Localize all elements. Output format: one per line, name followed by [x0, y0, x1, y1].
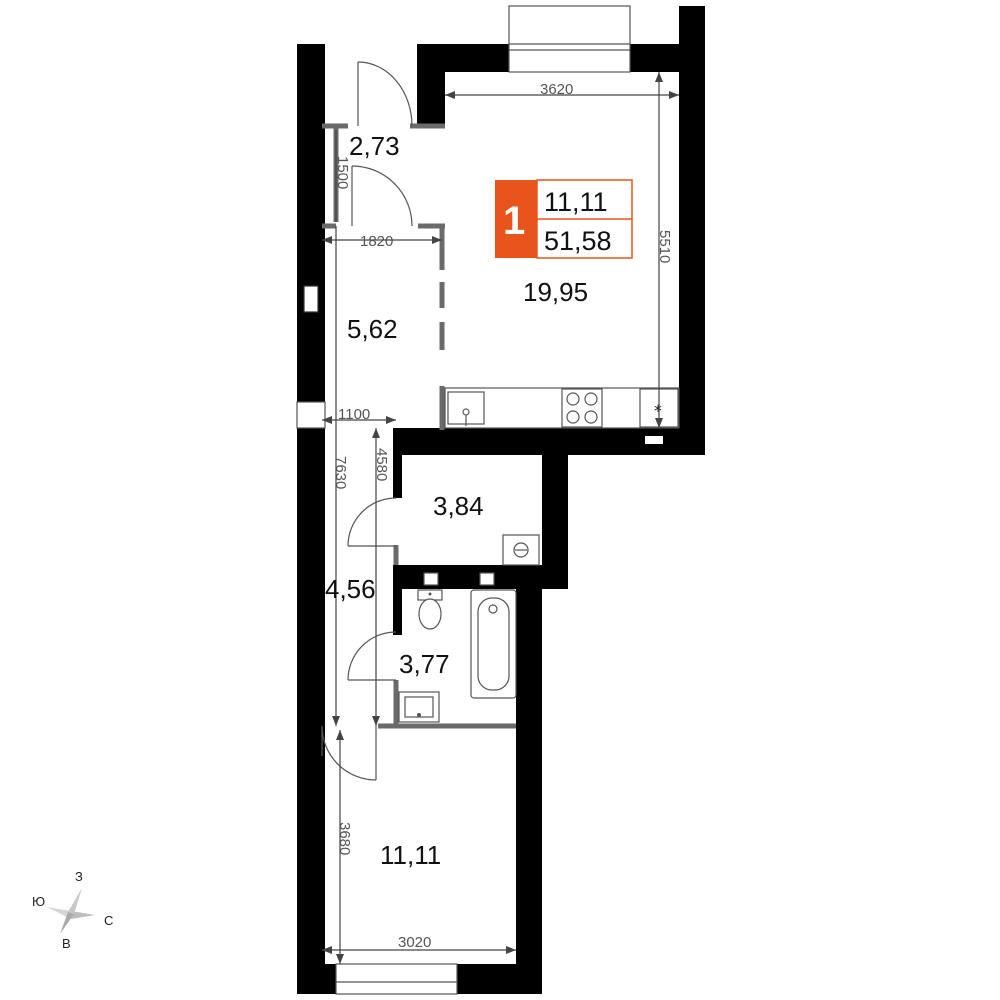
- area-corridor: 4,56: [325, 574, 376, 604]
- entry-jamb-wall: [417, 44, 445, 126]
- compass-arrow-east: [71, 911, 95, 919]
- bedroom-east-wall: [516, 588, 542, 994]
- north-window: [508, 5, 631, 73]
- storage-door-swing: [347, 497, 397, 547]
- area-hall: 5,62: [347, 314, 398, 344]
- west-window-1: [303, 285, 319, 313]
- compass-arrow-north: [68, 888, 82, 914]
- area-bedroom: 11,11: [380, 840, 441, 870]
- bathtub-inner: [477, 597, 510, 691]
- dim-bedroom-width: 3020: [398, 934, 431, 951]
- walls: [297, 6, 705, 994]
- dim-kitchen-width: 3620: [540, 81, 573, 98]
- area-kitchen-living: 19,95: [523, 277, 588, 307]
- burner-3: [566, 410, 580, 424]
- dim-corridor-length: 7630: [332, 456, 349, 489]
- badge-total-area: 51,58: [544, 226, 612, 256]
- toilet-button-icon: [428, 592, 432, 596]
- dim-bedroom-depth: 3680: [336, 822, 353, 855]
- bath-west-wall: [393, 565, 402, 635]
- vent-opening: [645, 436, 663, 444]
- area-vestibule: 2,73: [349, 131, 400, 161]
- apartment-badge: 1 11,11 51,58: [495, 179, 633, 259]
- badge-rooms-count: 1: [503, 199, 525, 243]
- compass-rose: З Ю С В: [32, 869, 113, 951]
- dim-corridor-width: 1100: [338, 406, 370, 423]
- burner-4: [584, 410, 598, 424]
- west-window-2: [296, 401, 326, 429]
- burner-1: [566, 392, 580, 406]
- compass-label-bottom: В: [62, 936, 71, 951]
- area-storage: 3,84: [433, 491, 484, 521]
- badge-rooms-box: [495, 180, 537, 258]
- doors: [321, 61, 413, 781]
- toilet-bowl: [418, 598, 442, 630]
- storage-west-wall: [393, 428, 402, 498]
- dim-storage-length: 4580: [373, 448, 390, 481]
- area-bathroom: 3,77: [399, 649, 450, 679]
- bath-fixtures: [398, 534, 540, 723]
- south-window: [335, 963, 458, 995]
- bathtub-drain: [488, 604, 498, 614]
- dimension-lines: [322, 72, 679, 964]
- bath-sink-drain: [417, 713, 421, 717]
- badge-living-area: 11,11: [544, 187, 608, 217]
- dim-vestibule-length: 1500: [334, 156, 351, 189]
- vent-shaft-2: [479, 572, 495, 586]
- burner-2: [584, 392, 598, 406]
- compass-label-south: Ю: [32, 894, 45, 909]
- vestibule-door-swing: [351, 165, 413, 227]
- bath-door-swing: [347, 631, 397, 681]
- kitchen-fixtures: *: [444, 387, 680, 429]
- bedroom-door-swing: [321, 725, 377, 781]
- vent-shaft-1: [423, 572, 439, 586]
- compass-arrow-south: [60, 912, 74, 934]
- west-wall: [297, 44, 325, 994]
- compass-label-west: З: [75, 869, 83, 884]
- dim-hall-width: 1820: [360, 233, 393, 250]
- sink-drain: [462, 408, 470, 416]
- east-wall: [679, 6, 705, 455]
- compass-label-east: С: [104, 913, 113, 928]
- compass-arrow-west: [47, 907, 71, 919]
- fridge-icon: *: [654, 401, 662, 420]
- dim-kitchen-depth: 5510: [656, 230, 673, 263]
- entry-door-swing: [357, 61, 413, 127]
